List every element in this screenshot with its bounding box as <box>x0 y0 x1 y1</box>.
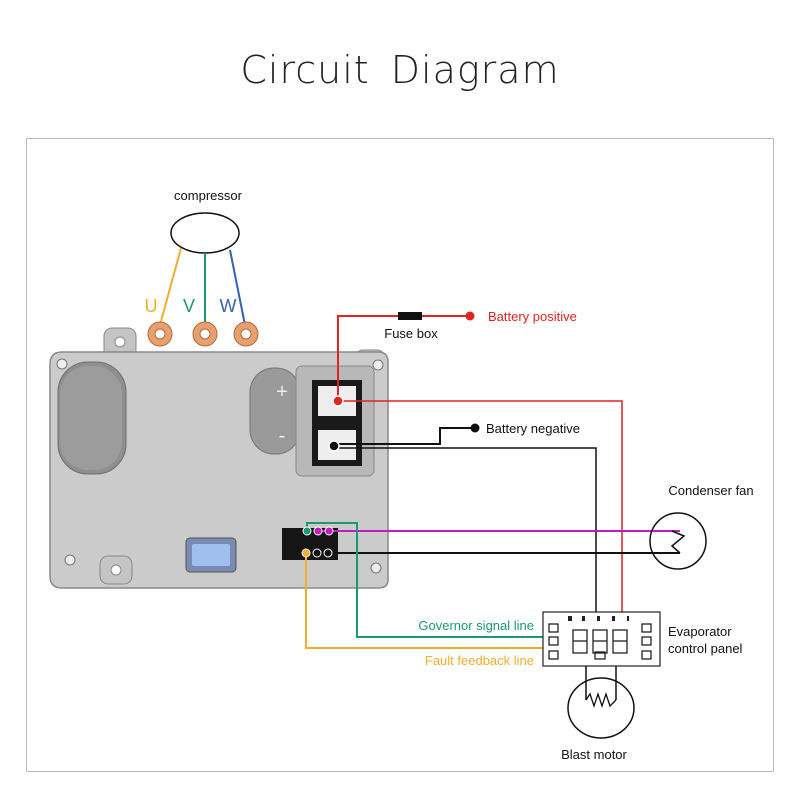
evaporator-label-line2: control panel <box>668 641 743 656</box>
battery-positive-terminal <box>465 311 475 321</box>
wire-u <box>159 247 182 326</box>
negative-to-panel-wire <box>332 447 597 612</box>
battery-negative-wire <box>332 427 475 445</box>
evaporator-label-line1: Evaporator <box>668 624 732 639</box>
condenser-fan-label: Condenser fan <box>668 483 753 498</box>
blast-motor-symbol <box>567 677 635 739</box>
governor-signal-label: Governor signal line <box>418 618 534 633</box>
battery-negative-label: Battery negative <box>486 421 580 436</box>
battery-positive-wire <box>337 315 470 400</box>
evaporator-control-panel <box>542 611 661 667</box>
battery-negative-terminal <box>470 423 480 433</box>
fault-feedback-wire <box>305 553 545 649</box>
diagram-frame <box>26 138 774 772</box>
blast-motor-label: Blast motor <box>561 747 627 762</box>
plus-mark: + <box>276 381 288 403</box>
page-title: Circuit Diagram <box>240 48 560 92</box>
compressor-label: compressor <box>174 188 243 203</box>
phase-w-label: W <box>220 296 237 316</box>
phase-u-label: U <box>145 296 158 316</box>
governor-signal-wire <box>306 522 545 638</box>
condenser-fan-symbol <box>649 512 707 570</box>
fault-feedback-label: Fault feedback line <box>425 653 534 668</box>
minus-mark: - <box>279 425 286 447</box>
battery-positive-label: Battery positive <box>488 309 577 324</box>
fuse-box-label: Fuse box <box>384 326 438 341</box>
fuse-box-symbol <box>398 312 422 320</box>
compressor-symbol <box>170 212 240 254</box>
phase-v-label: V <box>183 296 195 316</box>
positive-to-panel-wire <box>338 400 623 612</box>
wire-w <box>229 249 246 326</box>
